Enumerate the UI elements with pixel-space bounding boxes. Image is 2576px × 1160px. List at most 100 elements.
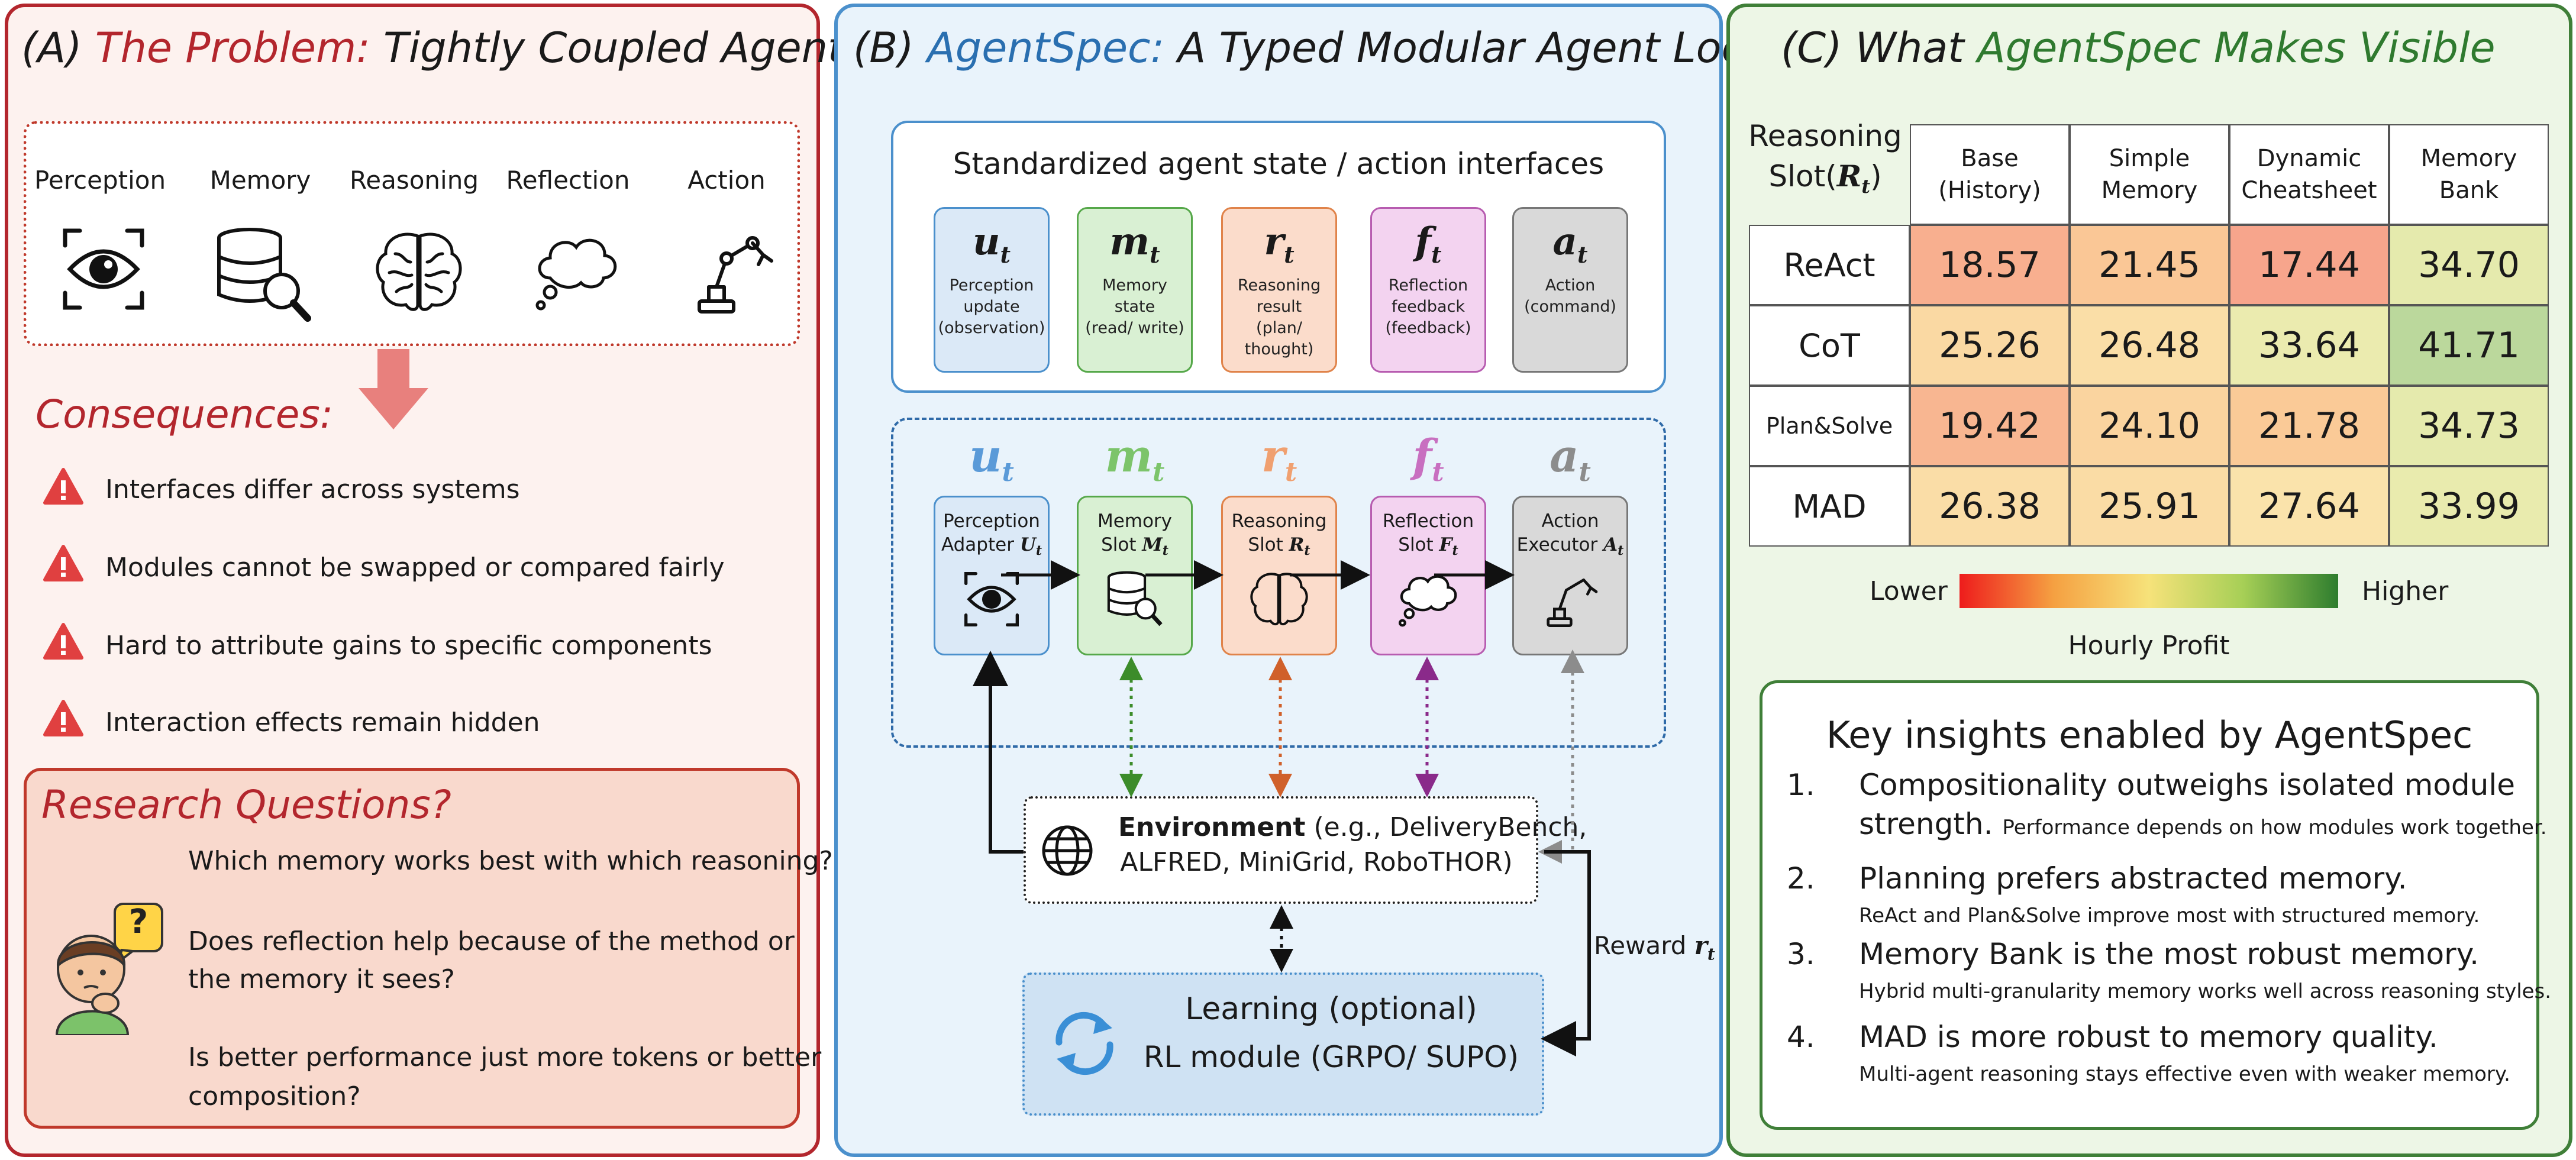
slot-card: Reasoning Slot Rt (1221, 496, 1337, 655)
slot-card: Perception Adapter Ut (934, 496, 1050, 655)
heatmap-cell: 24.10 (2070, 386, 2229, 466)
insight-number: 1. (1787, 768, 1815, 802)
slot-label: Reflection (1382, 510, 1474, 532)
insight-number: 2. (1787, 861, 1815, 896)
environment-examples: ALFRED, MiniGrid, RoboTHOR) (1120, 847, 1513, 877)
heatmap-column-header: Base(History) (1910, 124, 2070, 225)
eye-icon (964, 572, 1019, 627)
insight-number: 3. (1787, 937, 1815, 971)
interface-symbol: ut (972, 219, 1011, 268)
insight-note: ReAct and Plan&Solve improve most with s… (1859, 904, 2480, 928)
insight-heading: Compositionality outweighs isolated modu… (1859, 768, 2516, 802)
interface-desc: (command) (1524, 297, 1616, 316)
question-text: composition? (188, 1081, 361, 1111)
environment-label: Environment (e.g., DeliveryBench, (1118, 812, 1587, 842)
interface-desc: Perception (949, 276, 1034, 295)
eye-icon (63, 228, 144, 310)
warning-icon (43, 545, 83, 581)
research-questions-title: Research Questions? (41, 782, 451, 828)
slot-sublabel: Executor At (1516, 534, 1624, 559)
heatmap-cell: 26.48 (2070, 305, 2229, 386)
database-search-icon (217, 228, 311, 322)
interface-desc: (read/ write) (1085, 318, 1184, 337)
colorbar-low-label: Lower (1870, 576, 1948, 606)
slot-label: Reasoning (1231, 510, 1327, 532)
question-text: Is better performance just more tokens o… (188, 1042, 822, 1072)
slot-label: Perception (943, 510, 1040, 532)
panel-a-title: (A) The Problem: Tightly Coupled Agents (21, 24, 866, 72)
module-label-memory: Memory (209, 166, 311, 195)
interface-symbol: at (1552, 219, 1588, 268)
heatmap-cell: 21.78 (2229, 386, 2389, 466)
colorbar (1960, 574, 2338, 608)
question-mark: ? (128, 903, 149, 941)
refresh-icon (1055, 1012, 1113, 1075)
interface-desc: (feedback) (1385, 318, 1471, 337)
interface-desc: Reasoning (1237, 276, 1321, 295)
panel-c-title: (C) What AgentSpec Makes Visible (1781, 24, 2496, 72)
heatmap-cell: 17.44 (2229, 225, 2389, 305)
slot-sublabel: Slot Rt (1248, 534, 1310, 559)
interface-symbol: rt (1264, 219, 1295, 268)
thinking-person-icon (55, 903, 163, 1035)
slot-symbol: rt (1261, 429, 1297, 488)
robot-arm-icon (1547, 579, 1598, 628)
slot-label: Action (1541, 510, 1599, 532)
slot-symbol: ut (969, 429, 1014, 488)
interfaces-title: Standardized agent state / action interf… (953, 147, 1605, 181)
slot-card: Reflection Slot Ft (1370, 496, 1486, 655)
module-label-action: Action (687, 166, 766, 195)
row-header: Reasoning Slot(Rt) (1748, 119, 1902, 198)
warning-icon (43, 623, 83, 660)
heatmap-row-label: MAD (1749, 466, 1910, 547)
heatmap-cell: 34.70 (2389, 225, 2549, 305)
database-search-icon (1107, 571, 1163, 626)
slot-symbol: mt (1105, 429, 1165, 488)
heatmap-row-label: ReAct (1749, 225, 1910, 305)
slot-label: Memory (1097, 510, 1173, 532)
consequence-item: Hard to attribute gains to specific comp… (105, 631, 712, 661)
insight-heading: Planning prefers abstracted memory. (1859, 861, 2407, 896)
learning-label: Learning (optional) (1185, 991, 1477, 1027)
environment-box (1024, 796, 1538, 904)
insight-note: Performance depends on how modules work … (2002, 816, 2547, 839)
insights-title: Key insights enabled by AgentSpec (1826, 713, 2473, 757)
heatmap-row-label: CoT (1749, 305, 1910, 386)
insights-box (1760, 680, 2539, 1130)
brain-icon (376, 232, 462, 311)
heatmap-cell: 41.71 (2389, 305, 2549, 386)
insight-heading: Memory Bank is the most robust memory. (1859, 937, 2480, 971)
insight-note: Hybrid multi-granularity memory works we… (1859, 980, 2552, 1003)
interface-desc: feedback (1391, 297, 1465, 316)
question-text: Does reflection help because of the meth… (188, 926, 795, 957)
interface-desc: Reflection (1388, 276, 1468, 295)
consequence-item: Interaction effects remain hidden (105, 707, 540, 738)
heatmap-cell: 26.38 (1910, 466, 2070, 547)
interface-desc: state (1114, 297, 1155, 316)
slot-card: Action Executor At (1512, 496, 1628, 655)
reward-label: Reward rt (1594, 931, 1715, 964)
colorbar-caption: Hourly Profit (2068, 631, 2230, 661)
module-label-reflection: Reflection (506, 166, 630, 195)
interface-desc: (plan/ thought) (1244, 318, 1314, 358)
learning-detail: RL module (GRPO/ SUPO) (1143, 1040, 1519, 1074)
loop-connectors (973, 560, 1591, 1056)
heatmap-row-label: Plan&Solve (1749, 386, 1910, 466)
insight-number: 4. (1787, 1020, 1815, 1054)
slot-sublabel: Slot Ft (1398, 534, 1458, 559)
consequence-item: Interfaces differ across systems (105, 474, 520, 505)
heatmap-cell: 33.64 (2229, 305, 2389, 386)
panel-b-title: (B) AgentSpec: A Typed Modular Agent Loo… (853, 24, 1773, 72)
interface-desc: update (963, 297, 1020, 316)
slot-symbol: at (1550, 429, 1591, 488)
slot-sublabel: Adapter Ut (941, 534, 1042, 559)
colorbar-high-label: Higher (2362, 576, 2449, 606)
question-text: the memory it sees? (188, 964, 455, 994)
warning-icon (43, 468, 83, 505)
heatmap-cell: 25.91 (2070, 466, 2229, 547)
slot-sublabel: Slot Mt (1101, 534, 1168, 559)
